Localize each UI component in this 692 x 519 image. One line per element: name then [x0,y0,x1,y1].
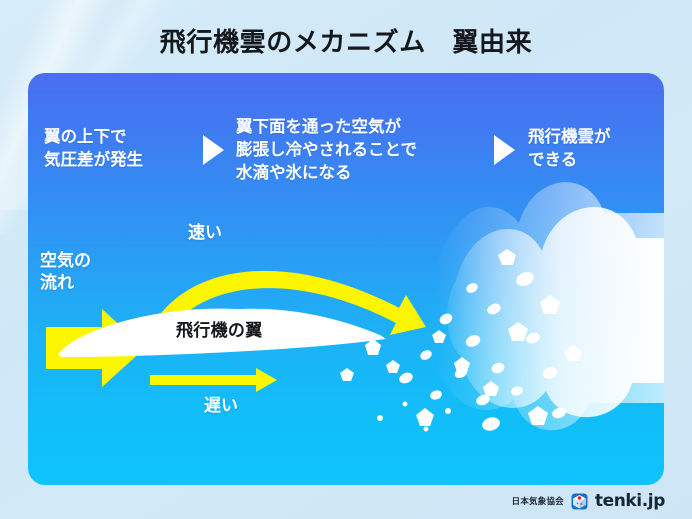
ice-crystal-icon [540,295,560,314]
water-droplet-icon [516,272,534,286]
step-3-text: 飛行機雲が できる [528,127,611,170]
footer: 日本気象協会 tenki.jp [511,491,666,511]
diagram-panel: 翼の上下で 気圧差が発生 翼下面を通った空気が 膨張し冷やされることで 水滴や氷… [28,73,664,485]
tenki-cube-logo-icon [571,493,588,509]
step-2-text: 翼下面を通った空気が 膨張し冷やされることで 水滴や氷になる [236,117,418,183]
ice-crystal-icon [416,408,434,426]
triangle-right-icon [203,135,224,165]
water-droplet-icon [466,283,478,293]
airplane-wing-body [58,308,384,357]
water-droplet-icon [377,415,383,421]
slow-label: 遅い [204,396,238,416]
water-droplet-icon [399,372,413,384]
curved-arrow-right-icon [146,270,426,345]
water-droplet-icon [420,350,432,360]
association-name: 日本気象協会 [511,497,564,507]
wing-label: 飛行機の翼 [176,321,263,341]
straight-arrow-right-icon [150,368,277,392]
water-droplet-icon [487,303,501,315]
ice-crystal-icon [386,360,400,373]
page-title: 飛行機雲のメカニズム 翼由来 [159,28,533,58]
fast-label: 速い [188,223,222,243]
water-droplet-icon [445,408,451,414]
water-droplet-icon [476,394,490,406]
water-droplet-icon [552,407,566,419]
diagram-graphics [46,249,582,432]
ice-crystal-icon [454,357,470,372]
water-droplet-icon [430,390,442,400]
water-droplet-icon [542,367,558,379]
water-droplet-icon [423,426,429,432]
water-droplet-icon [402,401,408,407]
ice-crystal-icon [483,381,499,396]
water-droplet-icon [439,313,453,325]
ice-crystal-icon [498,249,516,265]
step-1-text: 翼の上下で 気圧差が発生 [44,127,143,170]
ice-crystal-icon [564,345,582,361]
ice-crystal-icon [528,406,548,425]
water-droplet-icon [511,386,523,396]
ice-crystal-icon [432,330,446,343]
water-droplet-icon [526,332,540,344]
water-droplet-icon [465,335,481,347]
airflow-label: 空気の 流れ [40,251,91,294]
ice-crystal-icon [365,339,381,355]
ice-crystal-icon [508,322,528,341]
water-droplet-icon [482,417,500,431]
water-droplet-icon [491,362,505,374]
ice-crystal-icon [340,368,354,381]
triangle-right-icon [494,135,515,165]
brand-name: tenki.jp [594,491,666,511]
droplet-field [340,249,582,432]
